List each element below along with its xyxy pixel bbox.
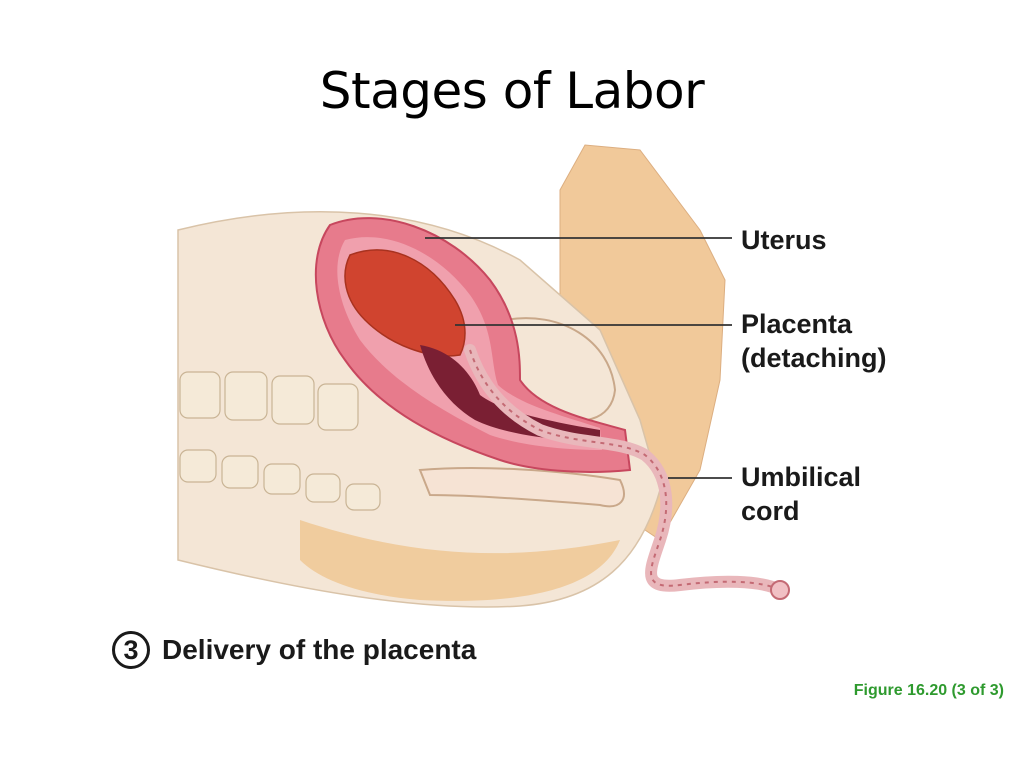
uterus-label: Uterus <box>741 225 827 255</box>
cord-label: Umbilical cord <box>741 460 861 528</box>
step-number-badge: 3 <box>112 631 150 669</box>
rectum <box>418 467 625 508</box>
uterine-cavity <box>420 345 600 442</box>
figure-reference: Figure 16.20 (3 of 3) <box>853 682 1004 699</box>
spine <box>179 371 381 511</box>
placenta-label-line2: (detaching) <box>741 343 887 373</box>
placenta-label: Placenta (detaching) <box>741 307 887 375</box>
slide-title: Stages of Labor <box>319 62 705 120</box>
cord-label-line1: Umbilical <box>741 462 862 492</box>
step-caption: Delivery of the placenta <box>162 634 477 665</box>
lower-tissue <box>300 520 620 601</box>
placenta <box>344 249 466 357</box>
cord-end <box>770 580 790 600</box>
step-caption-row: 3 Delivery of the placenta <box>112 628 476 672</box>
cord-label-line2: cord <box>741 496 800 526</box>
placenta-label-line1: Placenta <box>741 309 853 339</box>
